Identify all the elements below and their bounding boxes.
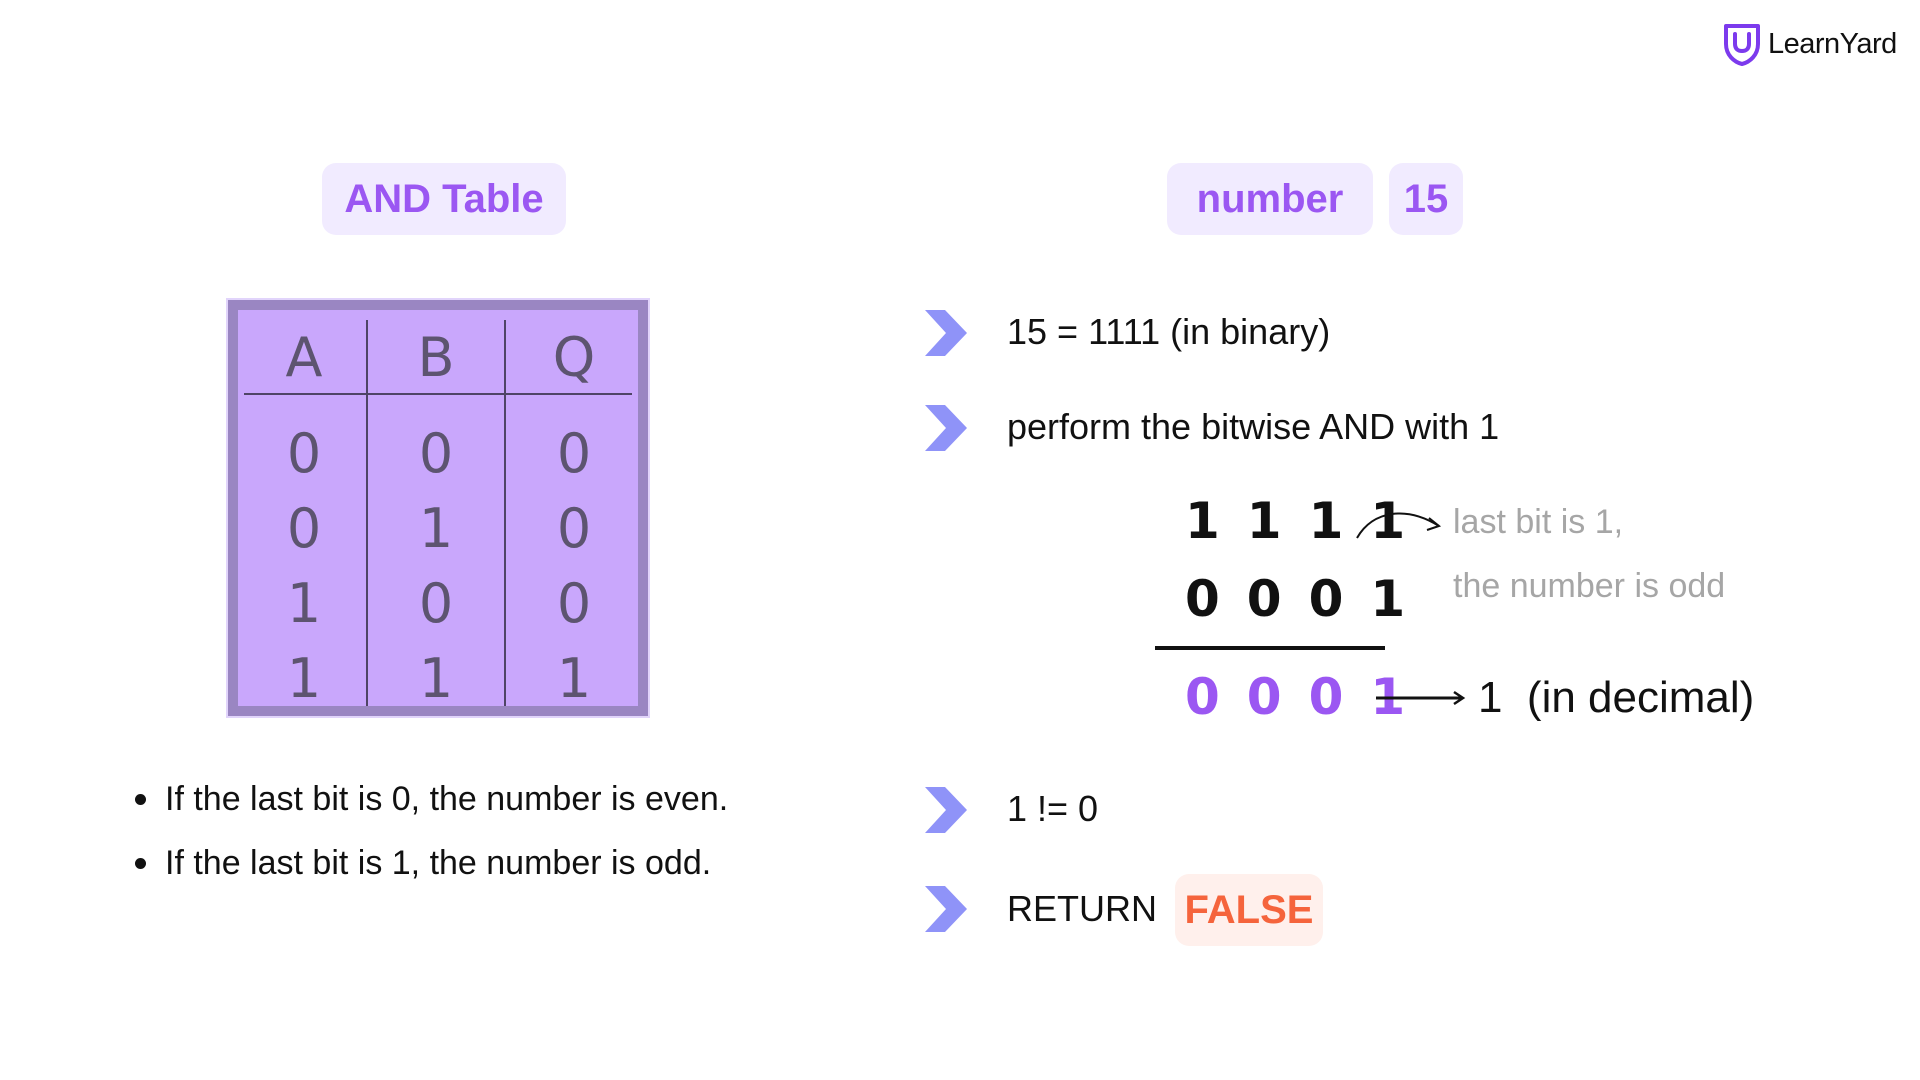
- chevron-right-icon: [925, 405, 967, 451]
- table-header-q: Q: [552, 326, 596, 389]
- step-binary: 15 = 1111 (in binary): [1007, 311, 1331, 352]
- and-table-title: AND Table: [322, 163, 566, 235]
- table-cell: 1: [418, 497, 454, 560]
- and-truth-table: A B Q 0 0 0 0 1 0 1 0 0 1 1 1: [228, 300, 648, 716]
- table-cell: 1: [418, 647, 454, 710]
- table-cell: 0: [556, 497, 592, 560]
- result-decimal: 1 (in decimal): [1478, 673, 1755, 722]
- return-false-badge: FALSE: [1175, 874, 1323, 946]
- bullet-icon: [135, 858, 146, 869]
- table-column-divider: [504, 320, 506, 706]
- operand-binary-0001: 0001: [1185, 570, 1433, 628]
- table-column-divider: [366, 320, 368, 706]
- table-cell: 0: [418, 572, 454, 635]
- table-cell: 0: [286, 422, 322, 485]
- chevron-right-icon: [925, 787, 967, 833]
- number-label: number: [1167, 163, 1373, 235]
- curved-arrow-icon: [1356, 512, 1442, 539]
- table-header-b: B: [417, 326, 455, 389]
- number-value: 15: [1389, 163, 1463, 235]
- step-perform-and: perform the bitwise AND with 1: [1007, 406, 1500, 447]
- and-result-binary: 0001: [1185, 668, 1433, 726]
- table-header-divider: [244, 393, 632, 395]
- table-cell: 0: [418, 422, 454, 485]
- rule-item-even: If the last bit is 0, the number is even…: [130, 780, 728, 819]
- arrow-right-icon: [1376, 690, 1466, 706]
- odd-number-note: the number is odd: [1453, 567, 1726, 605]
- operand-binary-1111: 1111: [1185, 492, 1433, 550]
- last-bit-note: last bit is 1,: [1453, 503, 1624, 541]
- table-cell: 1: [286, 572, 322, 635]
- table-cell: 1: [556, 647, 592, 710]
- chevron-right-icon: [925, 310, 967, 356]
- brand-logo: LearnYard: [1722, 22, 1897, 66]
- brand-name: LearnYard: [1768, 27, 1897, 60]
- table-cell: 0: [286, 497, 322, 560]
- step-compare: 1 != 0: [1007, 788, 1099, 829]
- table-cell: 0: [556, 572, 592, 635]
- table-cell: 1: [286, 647, 322, 710]
- operation-divider: [1155, 646, 1385, 650]
- shield-u-icon: [1724, 24, 1760, 66]
- chevron-right-icon: [925, 886, 967, 932]
- step-return-label: RETURN: [1007, 888, 1157, 929]
- bullet-icon: [135, 794, 146, 805]
- table-cell: 0: [556, 422, 592, 485]
- table-header-a: A: [285, 326, 323, 389]
- rule-text: If the last bit is 0, the number is even…: [165, 780, 729, 818]
- rule-item-odd: If the last bit is 1, the number is odd.: [130, 844, 711, 883]
- rule-text: If the last bit is 1, the number is odd.: [165, 844, 712, 882]
